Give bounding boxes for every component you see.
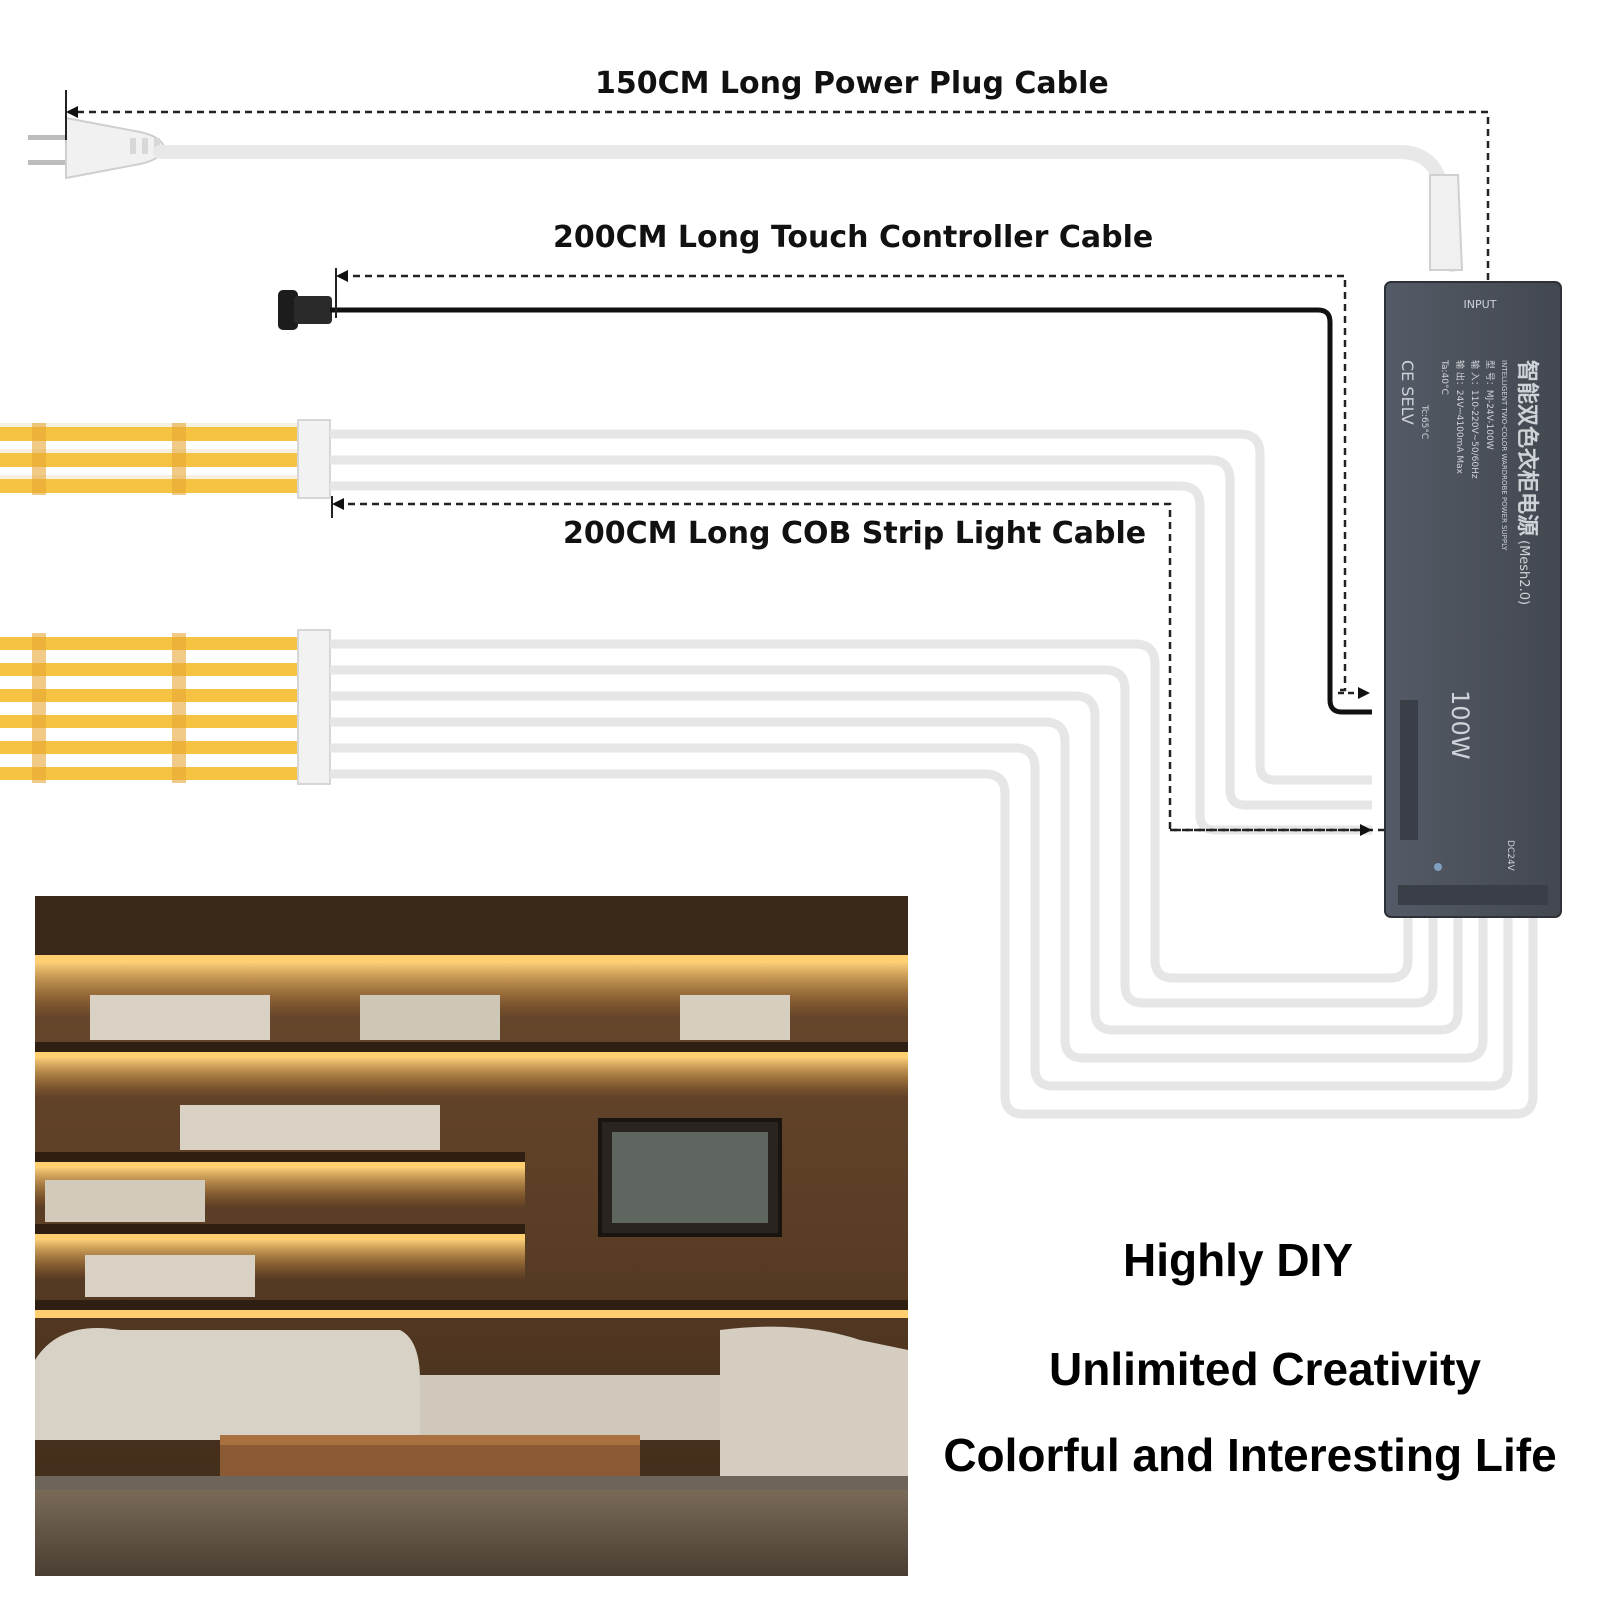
touch-cable bbox=[330, 307, 1372, 715]
power-plug bbox=[28, 116, 167, 180]
psu-model: 型 号：MJ-24V-100W bbox=[1484, 360, 1495, 450]
tagline-highly-diy: Highly DIY bbox=[1123, 1234, 1353, 1286]
power-cable-label: 150CM Long Power Plug Cable bbox=[595, 66, 1109, 101]
cob-strip-group-top bbox=[0, 419, 331, 499]
psu-cert: CE SELV bbox=[1398, 360, 1417, 425]
power-cable-dimension-line bbox=[66, 106, 1490, 280]
psu-ta: Ta:40°C bbox=[1439, 359, 1449, 395]
psu-input-spec: 输 入：110-220V~50/60Hz bbox=[1469, 360, 1481, 479]
living-room-image bbox=[35, 896, 908, 1576]
psu-subtitle: INTELLIGENT TWO-COLOR WARDROBE POWER SUP… bbox=[1500, 360, 1508, 551]
strip-cables-bottom bbox=[330, 639, 1538, 1119]
tagline-colorful-life: Colorful and Interesting Life bbox=[943, 1429, 1556, 1481]
psu-model-suffix: (Mesh2.0) bbox=[1516, 540, 1531, 605]
strip-cable-label: 200CM Long COB Strip Light Cable bbox=[563, 516, 1147, 551]
cob-strip-group-bottom bbox=[0, 629, 331, 785]
psu-tc: Tc:65°C bbox=[1419, 404, 1429, 439]
power-cable-strain-relief bbox=[1429, 174, 1464, 271]
psu-title: 智能双色衣柜电源 bbox=[1514, 360, 1540, 536]
touch-cable-label: 200CM Long Touch Controller Cable bbox=[553, 220, 1154, 255]
tagline-unlimited-creativity: Unlimited Creativity bbox=[1049, 1343, 1481, 1395]
psu-wattage: 100W bbox=[1446, 690, 1474, 760]
psu-input-label: INPUT bbox=[1464, 298, 1497, 311]
psu-output-spec: 输 出：24V⎓4100mA Max bbox=[1454, 360, 1466, 475]
psu-dc-label: DC24V bbox=[1505, 840, 1515, 872]
touch-sensor bbox=[278, 290, 332, 330]
touch-cable-dimension-line bbox=[336, 270, 1347, 692]
strip-cable-dimension-line bbox=[332, 498, 1385, 832]
power-supply-unit bbox=[1384, 281, 1562, 918]
